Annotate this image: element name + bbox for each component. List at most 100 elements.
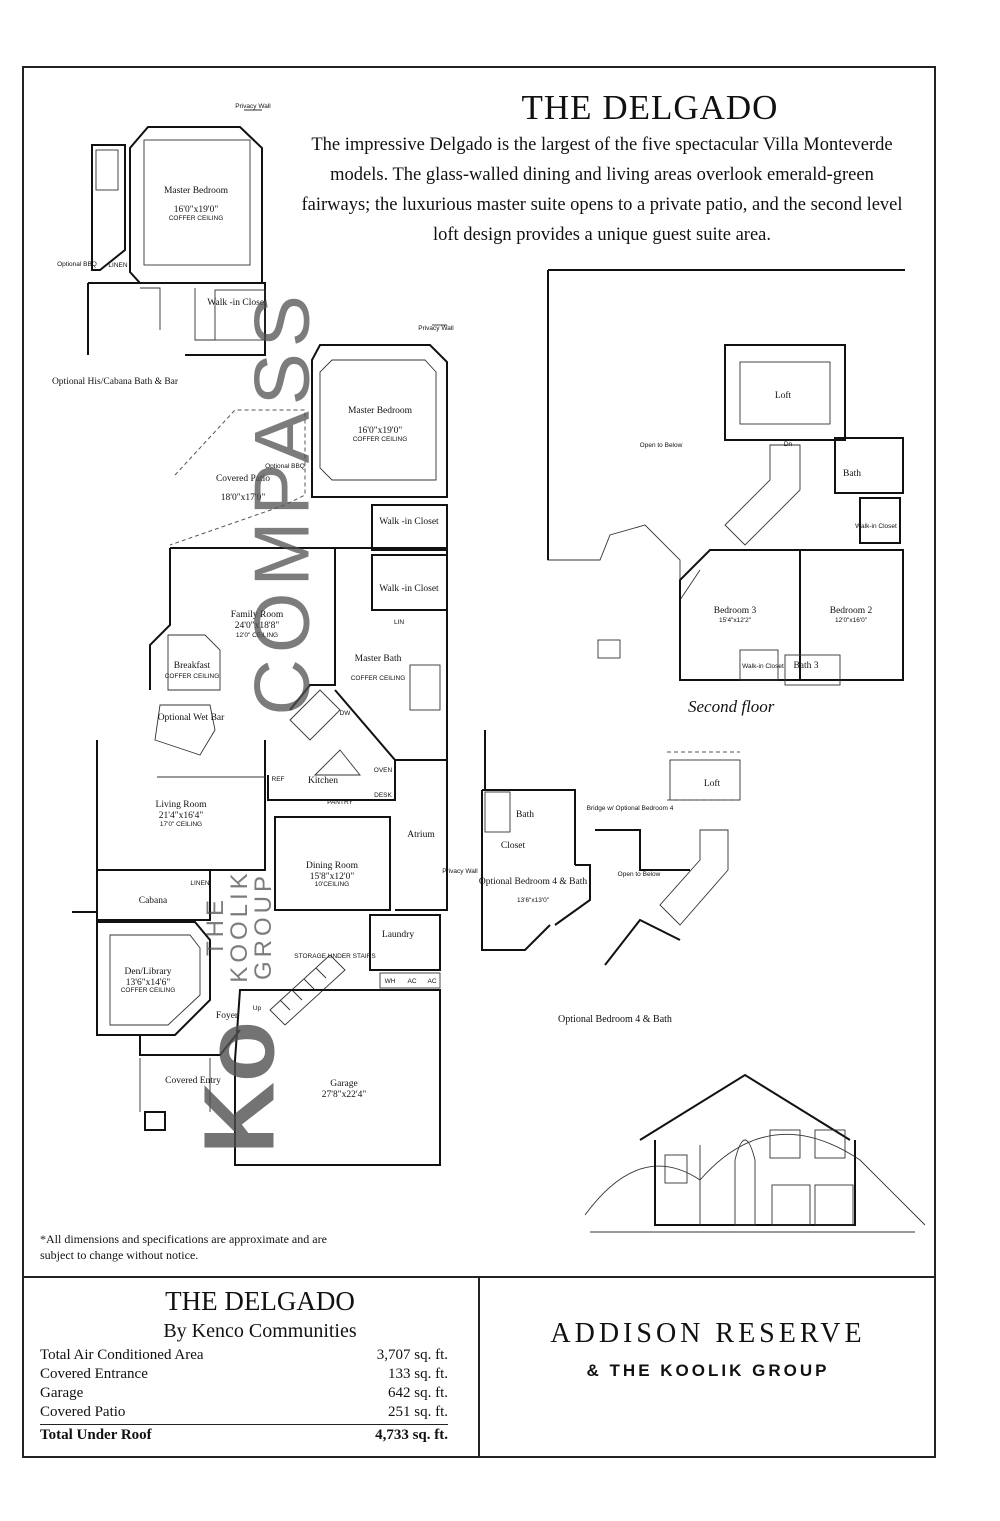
- room-label: Covered Entry: [165, 1076, 221, 1086]
- sqft-value: 642 sq. ft.: [388, 1385, 448, 1401]
- room-label: Laundry: [382, 930, 414, 940]
- room-dims: 27'8"x22'4": [322, 1090, 367, 1100]
- room-label: Bath 3: [793, 661, 818, 671]
- room-dims: 13'6"x13'0": [517, 897, 550, 904]
- room-label: Foyer: [216, 1011, 239, 1021]
- room-label: Optional His/Cabana Bath & Bar: [52, 377, 179, 387]
- optional-bbq-label: Optional BBQ: [265, 463, 305, 470]
- up-label: Up: [253, 1005, 262, 1012]
- room-label: Loft: [704, 778, 721, 789]
- room-label: Covered Patio: [216, 474, 270, 484]
- room-dims: 12'0"x16'0": [835, 617, 868, 624]
- sqft-total-value: 4,733 sq. ft.: [375, 1427, 448, 1443]
- room-label: Walk -in Closet: [207, 298, 267, 308]
- room-label: Loft: [775, 390, 792, 401]
- sqft-total-row: Total Under Roof 4,733 sq. ft.: [40, 1424, 448, 1445]
- privacy-wall-label: Privacy Wall: [418, 325, 454, 332]
- optional-bedroom-caption: Optional Bedroom 4 & Bath: [558, 1014, 672, 1025]
- sqft-label: Covered Entrance: [40, 1366, 148, 1382]
- room-label: Garage: [330, 1079, 357, 1089]
- room-dims: 24'0"x18'8": [235, 621, 280, 631]
- room-label: Walk-in Closet: [855, 523, 897, 530]
- room-note: COFFER CEILING: [165, 673, 220, 680]
- room-note: COFFER CEILING: [169, 215, 224, 222]
- room-label: Master Bath: [355, 654, 402, 664]
- room-note: 10'CEILING: [315, 881, 349, 888]
- room-dims: 16'0"x19'0": [174, 205, 219, 215]
- sqft-label: Total Air Conditioned Area: [40, 1347, 204, 1363]
- ref-label: REF: [272, 776, 285, 783]
- sqft-label: Covered Patio: [40, 1404, 126, 1420]
- room-label: Living Room: [156, 800, 208, 810]
- room-label: Walk -in Closet: [379, 584, 439, 594]
- room-note: 12'0" CEILING: [236, 632, 278, 639]
- disclaimer: *All dimensions and specifications are a…: [40, 1232, 327, 1262]
- room-label: Bath: [516, 810, 534, 820]
- room-label: Family Room: [231, 610, 284, 620]
- room-label: Den/Library: [125, 967, 172, 977]
- room-label: Cabana: [139, 896, 168, 906]
- sqft-row: Covered Entrance 133 sq. ft.: [40, 1365, 448, 1384]
- room-label: Dining Room: [306, 861, 359, 871]
- intro-paragraph: The impressive Delgado is the largest of…: [301, 135, 903, 245]
- room-dims: 21'4"x16'4": [159, 811, 204, 821]
- room-dims: 15'8"x12'0": [310, 872, 355, 882]
- room-dims: 16'0"x19'0": [358, 426, 403, 436]
- oven-label: OVEN: [374, 767, 393, 774]
- brand-name: ADDISON RESERVE: [550, 1318, 866, 1349]
- room-label: Walk -in Closet: [379, 517, 439, 527]
- room-dims: 13'6"x14'6": [126, 978, 171, 988]
- linen-label: LINEN: [190, 880, 209, 887]
- privacy-wall-label: Privacy Wall: [235, 103, 271, 110]
- sqft-value: 3,707 sq. ft.: [376, 1347, 448, 1363]
- room-label: Walk-in Closet: [742, 663, 784, 670]
- room-label: Open to Below: [640, 442, 683, 449]
- dw-label: DW: [340, 710, 352, 717]
- sqft-value: 251 sq. ft.: [388, 1404, 448, 1420]
- lin-label: LIN: [394, 619, 404, 626]
- brand-subtitle: & THE KOOLIK GROUP: [586, 1361, 830, 1380]
- room-label: Bath: [843, 469, 861, 479]
- sqft-value: 133 sq. ft.: [388, 1366, 448, 1382]
- compass-watermark: COMPASS: [237, 289, 326, 716]
- room-label: Bedroom 3: [714, 606, 757, 616]
- storage-label: STORAGE UNDER STAIRS: [294, 953, 376, 960]
- summary-title: THE DELGADO: [165, 1286, 355, 1316]
- sqft-total-label: Total Under Roof: [40, 1427, 152, 1443]
- ac-label: AC: [407, 978, 416, 985]
- summary-column-divider: [478, 1276, 480, 1458]
- room-label: Atrium: [407, 830, 435, 840]
- desk-label: DESK: [374, 792, 392, 799]
- room-label: Optional Bedroom 4 & Bath: [479, 877, 587, 887]
- sqft-row: Garage 642 sq. ft.: [40, 1384, 448, 1403]
- optional-bbq-label: Optional BBQ: [57, 261, 97, 268]
- wh-label: WH: [385, 978, 396, 985]
- linen-label: LINEN: [108, 262, 127, 269]
- room-label: Master Bedroom: [348, 406, 413, 416]
- second-floor-plan: [547, 269, 905, 686]
- room-dims: 15'4"x12'2": [719, 617, 752, 624]
- room-note: COFFER CEILING: [353, 436, 408, 443]
- room-label: Bedroom 2: [830, 606, 873, 616]
- second-floor-caption: Second floor: [688, 697, 775, 716]
- ko-logo-watermark: Ko: [183, 1020, 296, 1155]
- room-label: Closet: [501, 841, 526, 851]
- optional-bedroom-4-plan: [481, 730, 741, 966]
- square-footage-table: Total Air Conditioned Area 3,707 sq. ft.…: [40, 1346, 448, 1445]
- room-note: COFFER CEILING: [121, 987, 176, 994]
- page-title: THE DELGADO: [521, 88, 779, 127]
- room-label: Breakfast: [174, 660, 211, 671]
- house-elevation-sketch: [584, 1073, 926, 1233]
- sqft-label: Garage: [40, 1385, 84, 1401]
- pantry-label: PANTRY: [327, 799, 353, 806]
- room-label: Kitchen: [308, 776, 338, 786]
- summary-builder: By Kenco Communities: [163, 1320, 357, 1342]
- first-floor-plan: [72, 324, 448, 1166]
- ac-label: AC: [427, 978, 436, 985]
- optional-master-wing: [87, 109, 266, 356]
- room-label: Master Bedroom: [164, 186, 229, 196]
- koolik-watermark: THE KOOLIK GROUP: [202, 869, 277, 983]
- room-note: 17'0" CEILING: [160, 821, 202, 828]
- sqft-row: Total Air Conditioned Area 3,707 sq. ft.: [40, 1346, 448, 1365]
- room-label: Optional Wet Bar: [158, 713, 225, 723]
